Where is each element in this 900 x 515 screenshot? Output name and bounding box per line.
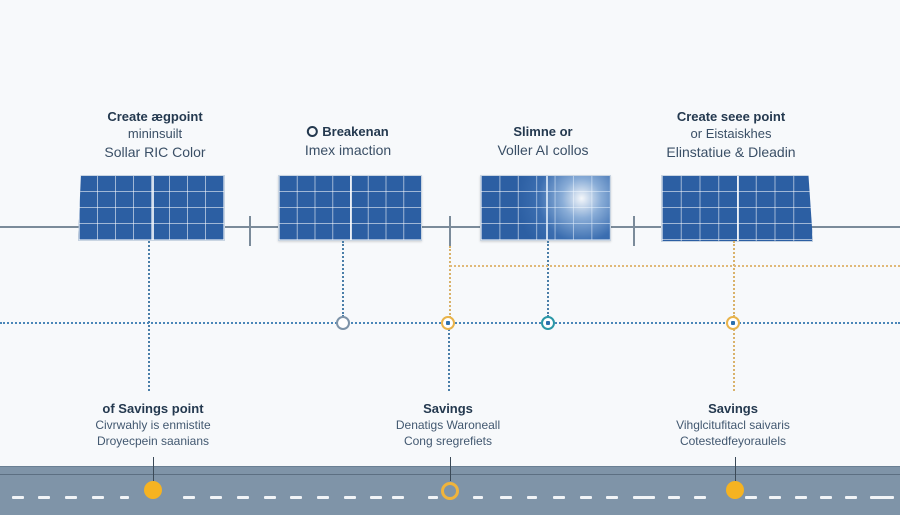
road-dash bbox=[633, 496, 655, 499]
connector-panel-1 bbox=[148, 241, 150, 391]
road-dash bbox=[606, 496, 618, 499]
rail-tick-3 bbox=[633, 216, 635, 246]
top-label-3: Slimne or Voller AI collos bbox=[497, 123, 588, 160]
road-dash bbox=[473, 496, 483, 499]
road-dash bbox=[553, 496, 565, 499]
orange-savings-line bbox=[450, 265, 900, 267]
road-dash bbox=[870, 496, 894, 499]
road-dash bbox=[237, 496, 249, 499]
road-marker-1[interactable] bbox=[144, 481, 162, 499]
timeline-node-1[interactable] bbox=[336, 316, 350, 330]
node-dot bbox=[731, 321, 735, 325]
road-dash bbox=[745, 496, 757, 499]
bottom-label-1-title: of Savings point bbox=[102, 401, 204, 416]
road-dash bbox=[428, 496, 438, 499]
road-dash bbox=[795, 496, 807, 499]
road-dash bbox=[370, 496, 382, 499]
road-dash bbox=[344, 496, 356, 499]
top-label-2-title: Breakenan bbox=[322, 124, 389, 139]
road-dash bbox=[12, 496, 24, 499]
road-dash bbox=[845, 496, 857, 499]
node-dot bbox=[446, 321, 450, 325]
top-label-4: Create seee point or Eistaiskhes Elinsta… bbox=[666, 108, 795, 162]
road-marker-2[interactable] bbox=[441, 482, 459, 500]
top-label-2: Breakenan Imex imaction bbox=[305, 123, 391, 160]
rail-line-3 bbox=[609, 226, 663, 228]
top-label-2-title-row: Breakenan bbox=[305, 123, 391, 140]
marker-stem-3 bbox=[735, 457, 736, 481]
bottom-label-3: Savings Vihglcitufitacl saivaris Coteste… bbox=[676, 400, 790, 449]
bottom-label-2: Savings Denatigs Waroneall Cong sregrefi… bbox=[396, 400, 500, 449]
road-dash bbox=[769, 496, 781, 499]
road-dash bbox=[317, 496, 329, 499]
top-label-4-title: Create seee point bbox=[676, 109, 786, 124]
rail-tick-1 bbox=[249, 216, 251, 246]
top-label-1-line2: mininsuilt bbox=[127, 126, 183, 141]
bottom-label-3-line3: Cotestedfeyoraulels bbox=[679, 434, 787, 448]
top-label-4-line2: or Eistaiskhes bbox=[690, 126, 772, 141]
road-dash bbox=[65, 496, 77, 499]
solar-panel-1 bbox=[78, 175, 225, 241]
bottom-label-1-line2: Civrwahly is enmistite bbox=[95, 418, 211, 432]
bottom-label-2-line2: Denatigs Waroneall bbox=[395, 418, 501, 432]
connector-below-2 bbox=[448, 329, 450, 391]
road-dash bbox=[580, 496, 592, 499]
road-dash bbox=[210, 496, 222, 499]
top-label-2-line2: Imex imaction bbox=[304, 142, 392, 158]
road-dash bbox=[290, 496, 302, 499]
solar-panel-2 bbox=[278, 175, 422, 241]
road-dash bbox=[500, 496, 512, 499]
bottom-label-1-line3: Droyecpein saanians bbox=[96, 434, 210, 448]
bottom-label-2-title: Savings bbox=[423, 401, 473, 416]
sun-glare bbox=[481, 176, 610, 240]
road-dash bbox=[392, 496, 404, 499]
road-dash bbox=[92, 496, 104, 499]
panel-divider bbox=[151, 176, 154, 240]
panel-divider bbox=[737, 176, 739, 241]
road-dash bbox=[820, 496, 832, 499]
rail-line-right bbox=[810, 226, 900, 228]
bottom-label-1: of Savings point Civrwahly is enmistite … bbox=[95, 400, 210, 449]
top-label-3-line2: Voller AI collos bbox=[497, 142, 589, 158]
road-dash bbox=[120, 496, 129, 499]
road-marker-3[interactable] bbox=[726, 481, 744, 499]
bottom-label-3-title: Savings bbox=[708, 401, 758, 416]
marker-stem-2 bbox=[450, 457, 451, 481]
bottom-label-3-line2: Vihglcitufitacl saivaris bbox=[676, 418, 790, 432]
connector-below-4 bbox=[733, 329, 735, 391]
connector-panel-4 bbox=[733, 241, 735, 317]
connector-panel-2 bbox=[342, 241, 344, 317]
road-dash bbox=[527, 496, 537, 499]
timeline-node-2[interactable] bbox=[441, 316, 455, 330]
rail-line-left bbox=[0, 226, 80, 228]
panel-divider bbox=[350, 176, 352, 240]
road-dash bbox=[264, 496, 276, 499]
road-dash bbox=[183, 496, 195, 499]
connector-panel-3 bbox=[547, 241, 549, 317]
rail-line-1 bbox=[222, 226, 280, 228]
c-badge-icon bbox=[307, 126, 319, 137]
marker-stem-1 bbox=[153, 457, 154, 481]
rail-line-2 bbox=[420, 226, 482, 228]
top-label-3-title: Slimne or bbox=[513, 124, 573, 139]
timeline-node-3[interactable] bbox=[541, 316, 555, 330]
top-label-1: Create ægpoint mininsuilt Sollar RIC Col… bbox=[104, 108, 205, 162]
timeline-node-4[interactable] bbox=[726, 316, 740, 330]
solar-panel-3 bbox=[480, 175, 611, 241]
top-label-1-line3: Sollar RIC Color bbox=[104, 144, 206, 160]
rail-tick-2 bbox=[449, 216, 451, 246]
top-label-4-line3: Elinstatiue & Dleadin bbox=[666, 144, 796, 160]
road-dash bbox=[668, 496, 680, 499]
connector-orange-2 bbox=[449, 246, 451, 318]
bottom-label-2-line3: Cong sregrefiets bbox=[403, 434, 493, 448]
solar-panel-4 bbox=[661, 175, 813, 242]
road-dash bbox=[38, 496, 50, 499]
top-label-1-title: Create ægpoint bbox=[107, 109, 203, 124]
node-dot bbox=[546, 321, 550, 325]
road-dash bbox=[694, 496, 706, 499]
